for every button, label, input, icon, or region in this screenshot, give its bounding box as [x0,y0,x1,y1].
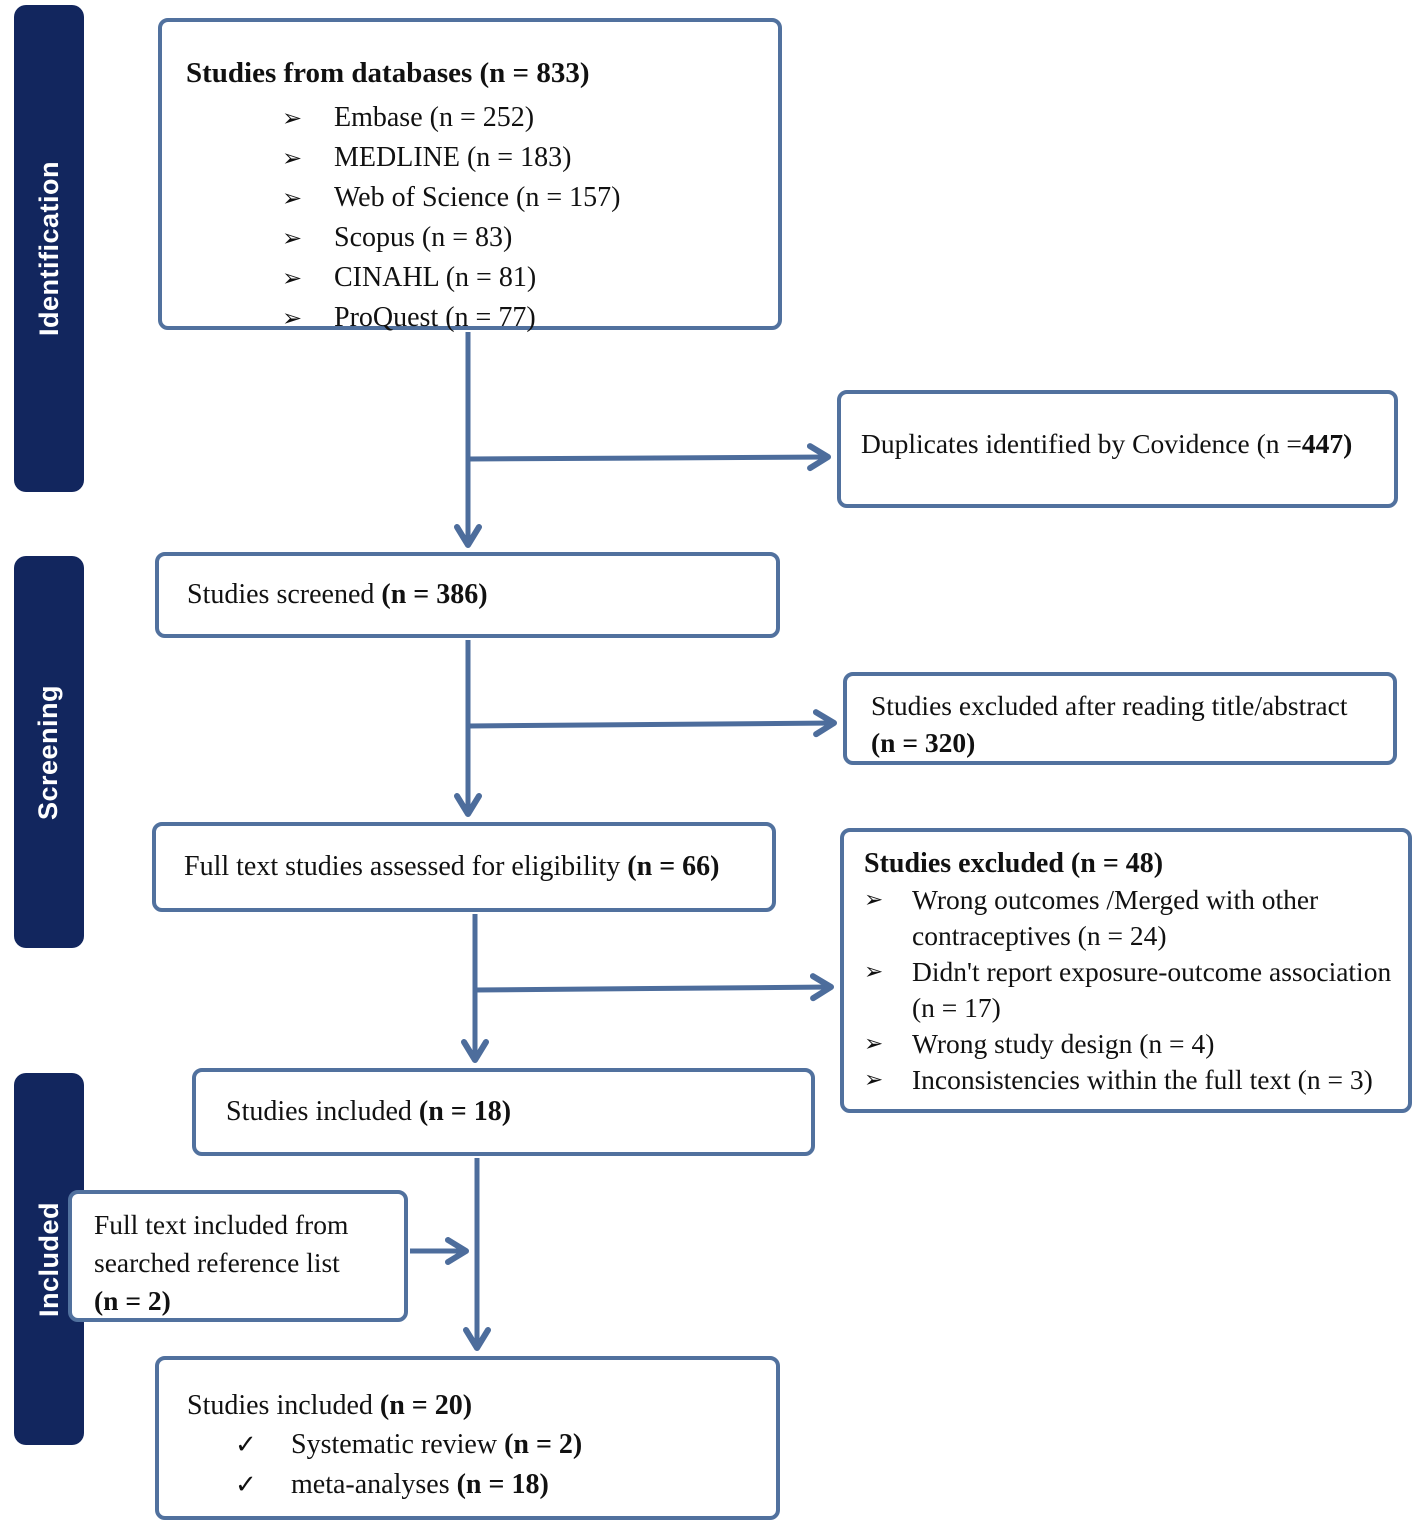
checkmark-icon: ✓ [235,1469,257,1500]
duplicates-count: 447) [1301,428,1353,459]
final-item-systematic-review: Systematic review (n = 2) [291,1428,583,1460]
excluded-abstract-count: (n = 320) [871,727,976,758]
list-item: ➢ Didn't report exposure-outcome associat… [864,954,1396,1026]
checkmark-icon: ✓ [235,1429,257,1460]
list-item: ➢ ProQuest (n = 77) [282,298,762,338]
exclusion-reason-inconsistencies: Inconsistencies within the full text (n … [912,1064,1373,1095]
list-item: ➢ Scopus (n = 83) [282,218,762,258]
excluded-fulltext-title: Studies excluded (n = 48) [864,848,1164,879]
screened-count: (n = 386) [381,578,488,610]
arrow-bullet-icon: ➢ [864,1067,884,1093]
fulltext-count: (n = 66) [627,850,720,882]
arrow-bullet-icon: ➢ [282,264,303,293]
stage-bar-screening: Screening [14,556,84,948]
list-item: ✓ meta-analyses (n = 18) [235,1465,766,1505]
database-item-embase: Embase (n = 252) [334,102,535,134]
arrow-bullet-icon: ➢ [282,104,303,133]
included18-count: (n = 18) [418,1095,512,1127]
exclusion-reason-wrong-outcomes: Wrong outcomes /Merged with other contra… [912,884,1319,951]
list-item: ➢ Inconsistencies within the full text (n… [864,1062,1396,1098]
database-item-proquest: ProQuest (n = 77) [334,302,536,334]
arrow-bullet-icon: ➢ [282,224,303,253]
box-fulltext-assessed: Full text studies assessed for eligibili… [152,822,776,912]
arrow-bullet-icon: ➢ [864,887,884,913]
database-item-webofscience: Web of Science (n = 157) [334,182,621,214]
arrow-bullet-icon: ➢ [282,144,303,173]
box-studies-included-18: Studies included (n = 18) [192,1068,815,1156]
box-studies-from-databases: Studies from databases (n = 833) ➢ Embase… [158,18,782,333]
list-item: ✓ Systematic review (n = 2) [235,1425,766,1465]
database-item-scopus: Scopus (n = 83) [334,222,513,254]
list-item: ➢ Wrong outcomes /Merged with other contr… [864,882,1396,954]
database-item-medline: MEDLINE (n = 183) [334,142,572,174]
reference-count: (n = 2) [94,1285,171,1316]
list-item: ➢ Embase (n = 252) [282,98,762,138]
duplicates-text: Duplicates identified by Covidence (n = [861,428,1302,459]
arrow-bullet-icon: ➢ [864,959,884,985]
arrow-bullet-icon: ➢ [282,304,303,333]
arrow-to-excluded-abstract [467,709,837,738]
box-studies-excluded-fulltext: Studies excluded (n = 48) ➢ Wrong outcome… [840,828,1412,1113]
list-item: ➢ CINAHL (n = 81) [282,258,762,298]
included18-text: Studies included [226,1095,419,1127]
box-studies-screened: Studies screened (n = 386) [155,552,780,638]
exclusion-reason-no-association: Didn't report exposure-outcome associati… [912,956,1392,1023]
box-excluded-title-abstract: Studies excluded after reading title/abs… [843,672,1397,765]
arrow-to-excluded-fulltext [474,973,834,1002]
list-item: ➢ Wrong study design (n = 4) [864,1026,1396,1062]
stage-label-identification: Identification [33,161,64,336]
fulltext-text: Full text studies assessed for eligibili… [184,850,628,882]
stage-bar-identification: Identification [14,5,84,492]
list-item: ➢ Web of Science (n = 157) [282,178,762,218]
box-duplicates-identified: Duplicates identified by Covidence (n =4… [837,390,1398,508]
box-studies-included-final: Studies included (n = 20) ✓ Systematic re… [155,1356,780,1520]
arrow-bullet-icon: ➢ [864,1031,884,1057]
excluded-abstract-text: Studies excluded after reading title/abs… [871,690,1348,721]
stage-label-screening: Screening [33,684,64,820]
stage-label-included: Included [33,1201,64,1317]
exclusion-reason-wrong-design: Wrong study design (n = 4) [912,1028,1215,1059]
final-item-meta-analyses: meta-analyses (n = 18) [291,1468,549,1500]
database-item-cinahl: CINAHL (n = 81) [334,262,537,294]
arrow-bullet-icon: ➢ [282,184,303,213]
screened-text: Studies screened [187,578,382,610]
reference-text: Full text included from searched referen… [94,1209,349,1278]
final-count: (n = 20) [379,1390,473,1421]
box-reference-list-included: Full text included from searched referen… [68,1190,408,1322]
databases-title: Studies from databases (n = 833) [186,57,590,89]
final-text: Studies included [187,1390,380,1421]
arrow-to-duplicates [467,443,831,472]
list-item: ➢ MEDLINE (n = 183) [282,138,762,178]
final-title: Studies included (n = 20) [187,1388,766,1425]
